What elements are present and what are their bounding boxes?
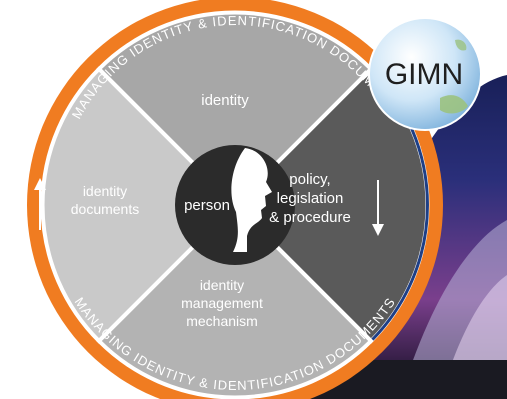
globe-landmass-small (455, 39, 467, 51)
identity-management-line3: mechanism (186, 313, 258, 329)
identity-documents-line2: documents (71, 201, 139, 217)
identity-management-line2: management (181, 295, 263, 311)
identity-documents-line1: identity (83, 183, 127, 199)
logo-text: GIMN (385, 58, 463, 91)
cycle-arrow-icon-right (372, 180, 384, 236)
segments (40, 10, 430, 399)
policy-line1: policy, (289, 171, 330, 188)
globe-landmass (440, 95, 468, 114)
cycle-arrow-icon (34, 178, 46, 230)
person-profile-icon (231, 148, 272, 252)
segment-identity-management (96, 202, 374, 399)
segment-identity-documents (40, 66, 238, 344)
identity-management-line1: identity (200, 277, 244, 293)
policy-line3: & procedure (269, 209, 351, 226)
segment-identity-label: identity (201, 92, 249, 109)
gimn-logo: GIMN (368, 17, 482, 131)
segment-identity (96, 10, 374, 208)
policy-line2: legislation (277, 190, 344, 207)
center-label: person (184, 197, 230, 214)
